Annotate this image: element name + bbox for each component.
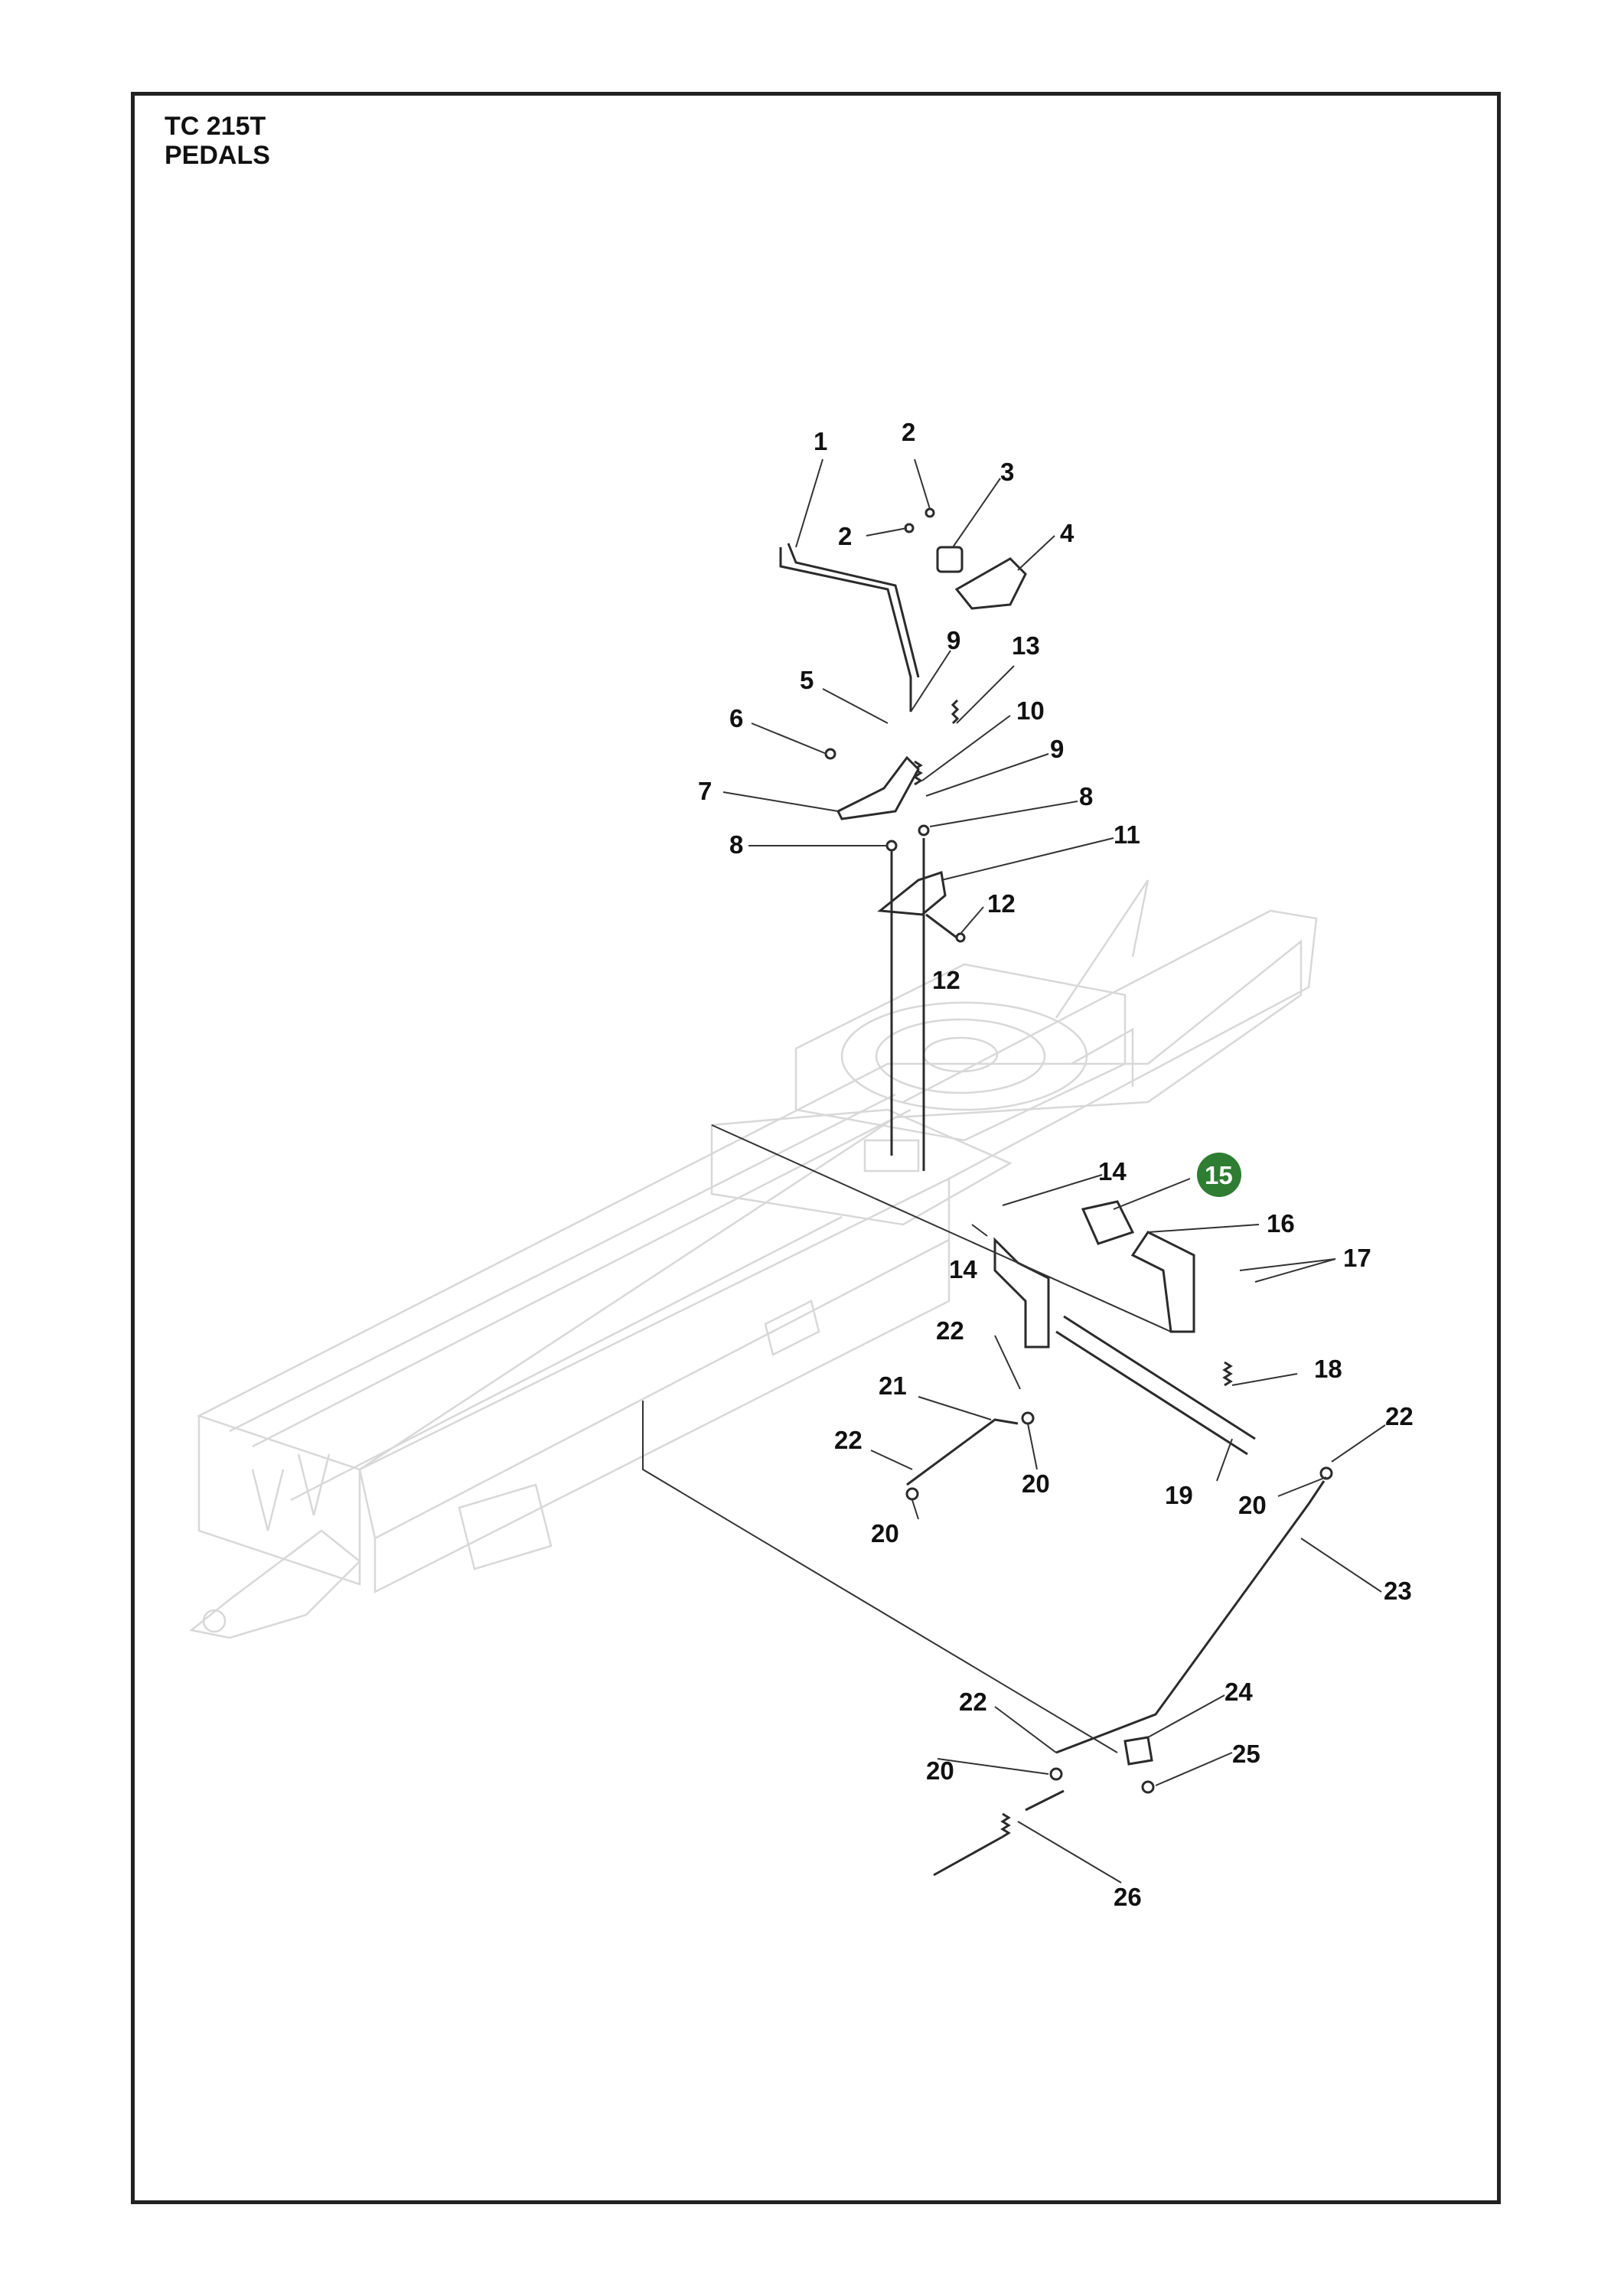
callout-7: 7 <box>698 777 712 805</box>
callout-23: 23 <box>1384 1577 1412 1605</box>
callout-5: 5 <box>800 666 814 694</box>
callout-16: 16 <box>1267 1209 1295 1238</box>
callout-2a: 2 <box>902 418 915 446</box>
callout-22c: 22 <box>1385 1402 1414 1430</box>
callout-12b: 12 <box>932 966 960 994</box>
callout-2b: 2 <box>838 522 852 550</box>
callout-18: 18 <box>1314 1355 1342 1383</box>
callout-20d: 20 <box>926 1756 954 1785</box>
section-name: PEDALS <box>165 141 270 170</box>
callout-8a: 8 <box>1079 782 1093 810</box>
leader-lines <box>722 458 1386 1883</box>
callout-26: 26 <box>1114 1883 1142 1911</box>
callout-24: 24 <box>1225 1678 1253 1706</box>
callout-13: 13 <box>1012 631 1040 660</box>
callout-3: 3 <box>1000 458 1014 486</box>
callout-22d: 22 <box>959 1688 987 1716</box>
callout-10: 10 <box>1016 696 1045 725</box>
highlight-badge <box>1197 1153 1241 1197</box>
callout-6: 6 <box>729 704 743 732</box>
callout-4: 4 <box>1060 519 1075 547</box>
callout-labels: 1 2 2 3 4 5 6 7 8 8 9 9 10 11 12 12 13 1… <box>698 418 1414 1911</box>
callout-1: 1 <box>814 427 827 455</box>
callout-9a: 9 <box>947 626 960 654</box>
callout-20b: 20 <box>1238 1491 1267 1519</box>
callout-25: 25 <box>1232 1740 1260 1768</box>
callout-12a: 12 <box>987 889 1016 918</box>
callout-20a: 20 <box>1022 1469 1050 1498</box>
callout-22a: 22 <box>936 1316 964 1345</box>
drawing-border <box>131 92 1501 2204</box>
callout-20c: 20 <box>871 1519 899 1548</box>
model-name: TC 215T <box>165 112 266 141</box>
callout-21: 21 <box>879 1371 907 1400</box>
callout-22b: 22 <box>834 1426 863 1454</box>
parts-linework <box>642 507 1333 1877</box>
callout-11: 11 <box>1114 820 1140 849</box>
callout-17: 17 <box>1343 1244 1371 1272</box>
callout-15: 15 <box>1205 1161 1233 1189</box>
callout-14b: 14 <box>949 1255 977 1283</box>
callout-19: 19 <box>1165 1481 1193 1509</box>
callout-14a: 14 <box>1098 1157 1127 1186</box>
callout-9b: 9 <box>1050 735 1064 763</box>
drawing-title: TC 215T PEDALS <box>165 112 270 170</box>
callout-8b: 8 <box>729 830 743 859</box>
